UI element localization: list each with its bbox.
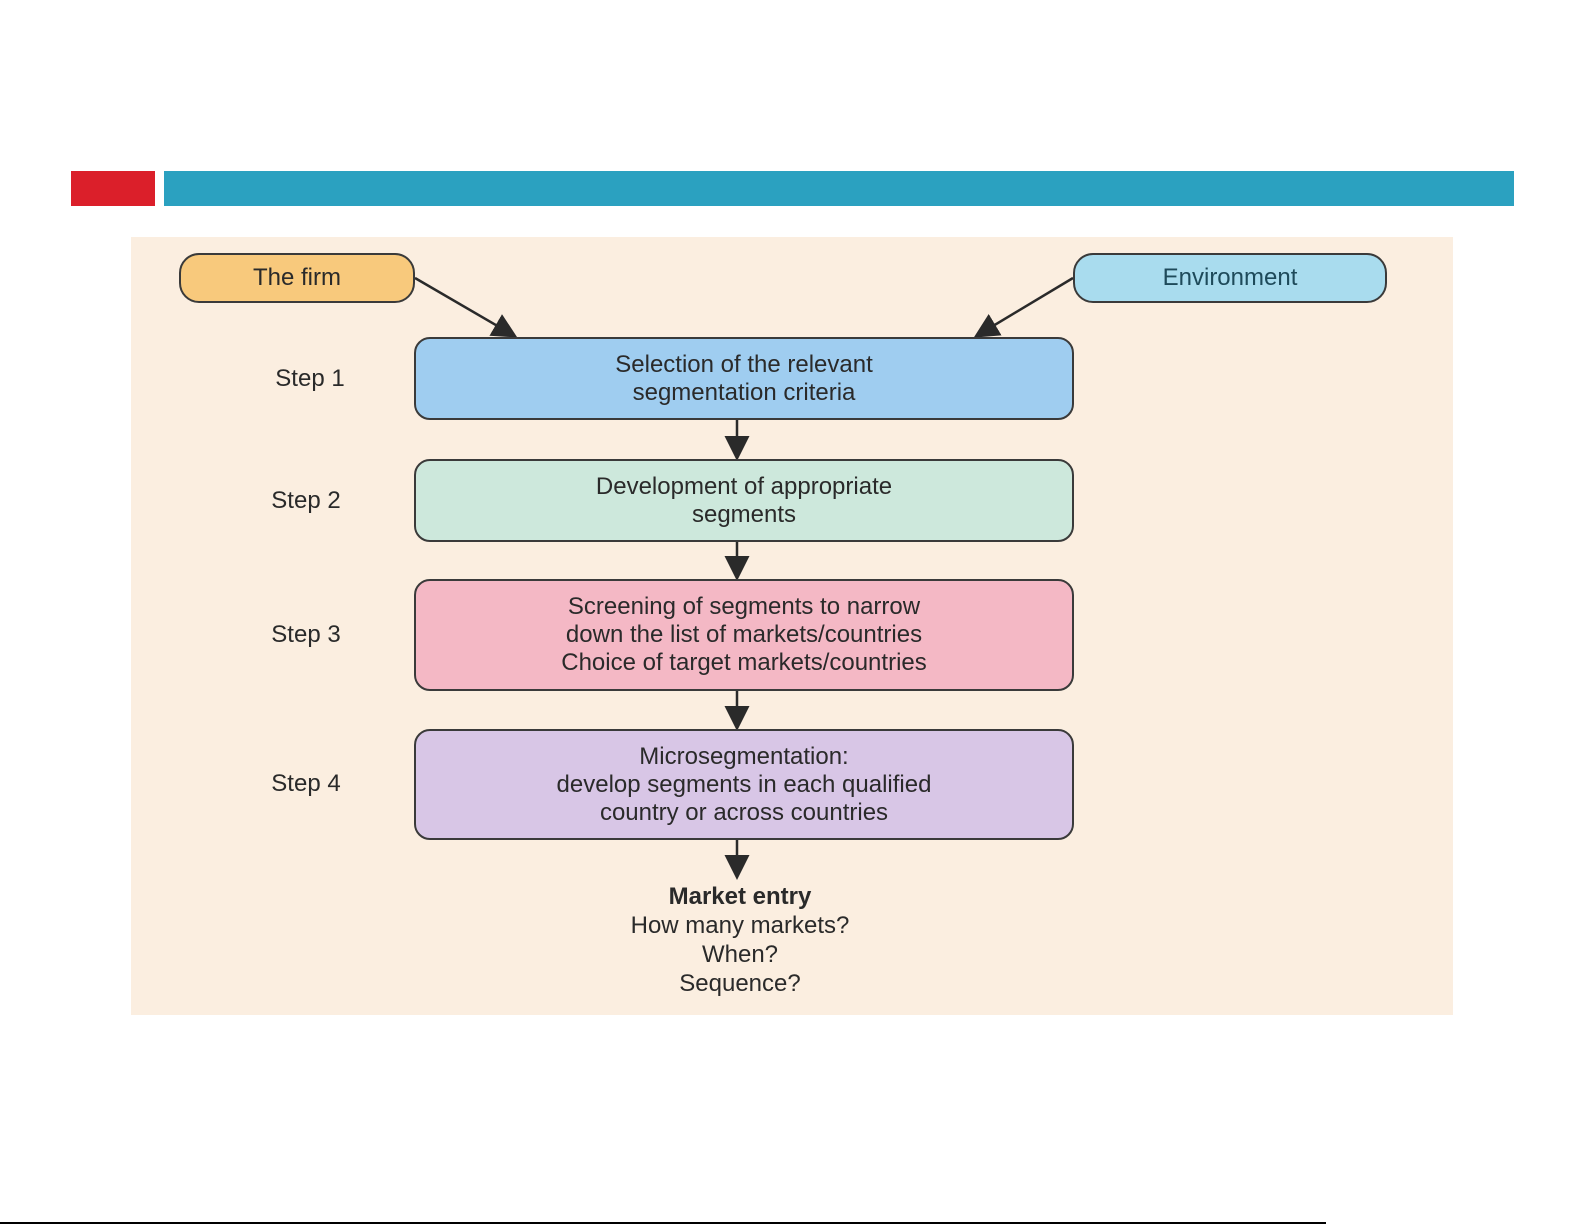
environment-label: Environment: [1162, 264, 1298, 291]
step-4-line: Microsegmentation:: [639, 742, 849, 770]
step-3-line: Choice of target markets/countries: [561, 649, 927, 676]
footer-divider: [0, 1222, 1326, 1224]
step-2-label: Step 2: [271, 487, 341, 514]
step-3-box: Screening of segments to narrow down the…: [414, 579, 1074, 691]
step-2-box: Development of appropriate segments: [414, 459, 1074, 542]
step-3-line: Screening of segments to narrow: [567, 593, 921, 620]
market-entry-question: When?: [701, 941, 779, 968]
step-2-line: Development of appropriate: [595, 472, 893, 500]
step-3-label: Step 3: [271, 621, 341, 648]
arrow-firm-to-step1: [414, 276, 518, 338]
market-entry-outcome: Market entry How many markets? When? Seq…: [520, 882, 960, 998]
step-2-line: segments: [691, 500, 797, 528]
firm-label: The firm: [252, 264, 341, 291]
header-accent-bar: [71, 171, 155, 206]
step-4-line: country or across countries: [599, 798, 889, 826]
input-environment: Environment: [1073, 253, 1387, 303]
input-the-firm: The firm: [179, 253, 415, 303]
step-4-box: Microsegmentation: develop segments in e…: [414, 729, 1074, 840]
step-1-line: segmentation criteria: [632, 378, 856, 406]
arrow-environment-to-step1: [973, 276, 1074, 338]
step-3-line: down the list of markets/countries: [565, 621, 923, 648]
market-entry-title: Market entry: [668, 883, 812, 910]
header-title-bar: [164, 171, 1514, 206]
step-1-label: Step 1: [275, 365, 345, 392]
step-1-line: Selection of the relevant: [615, 350, 873, 378]
step-4-line: develop segments in each qualified: [556, 770, 932, 798]
market-entry-question: How many markets?: [630, 912, 850, 939]
step-1-box: Selection of the relevant segmentation c…: [414, 337, 1074, 420]
step-4-label: Step 4: [271, 770, 341, 797]
market-entry-question: Sequence?: [679, 970, 801, 997]
